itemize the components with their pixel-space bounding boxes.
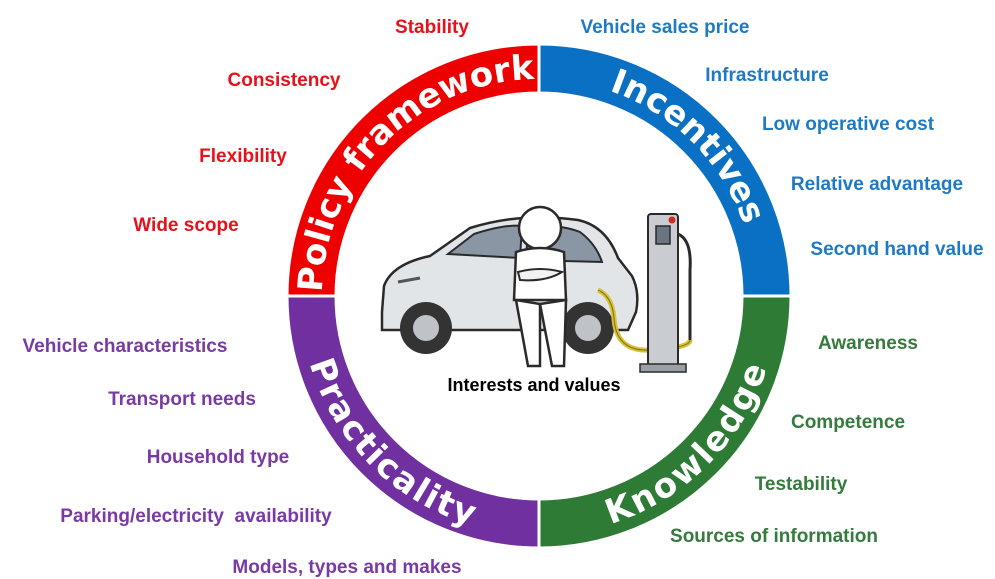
policy-item-stability: Stability bbox=[395, 17, 469, 38]
incentives-item-infrastructure: Infrastructure bbox=[705, 65, 829, 86]
knowledge-item-competence: Competence bbox=[791, 412, 905, 433]
practicality-item-models-types-makes: Models, types and makes bbox=[232, 557, 461, 578]
incentives-title: Incentives bbox=[606, 61, 774, 229]
policy-item-flexibility: Flexibility bbox=[199, 146, 287, 167]
practicality-item-household-type: Household type bbox=[147, 447, 290, 468]
person-icon bbox=[512, 205, 568, 368]
interests-and-values-label: Interests and values bbox=[447, 375, 620, 395]
car-icon bbox=[380, 216, 639, 354]
knowledge-segment bbox=[537, 294, 793, 550]
incentives-item-low-operative-cost: Low operative cost bbox=[762, 114, 935, 135]
practicality-item-vehicle-characteristics: Vehicle characteristics bbox=[23, 336, 228, 357]
knowledge-item-sources-of-information: Sources of information bbox=[670, 526, 878, 547]
ev-charging-illustration bbox=[380, 205, 693, 373]
incentives-item-second-hand-value: Second hand value bbox=[810, 239, 983, 260]
knowledge-item-testability: Testability bbox=[755, 474, 848, 495]
incentives-item-relative-advantage: Relative advantage bbox=[791, 174, 963, 195]
practicality-item-parking-electricity: Parking/electricity availability bbox=[60, 506, 332, 527]
policy-item-wide-scope: Wide scope bbox=[133, 215, 238, 236]
incentives-item-vehicle-sales-price: Vehicle sales price bbox=[580, 17, 749, 38]
charging-cable-icon bbox=[596, 287, 693, 353]
practicality-item-transport-needs: Transport needs bbox=[108, 389, 256, 410]
knowledge-title: Knowledge bbox=[600, 357, 776, 533]
knowledge-item-awareness: Awareness bbox=[818, 333, 918, 354]
charging-station-icon bbox=[639, 213, 692, 373]
policy-item-consistency: Consistency bbox=[228, 70, 341, 91]
